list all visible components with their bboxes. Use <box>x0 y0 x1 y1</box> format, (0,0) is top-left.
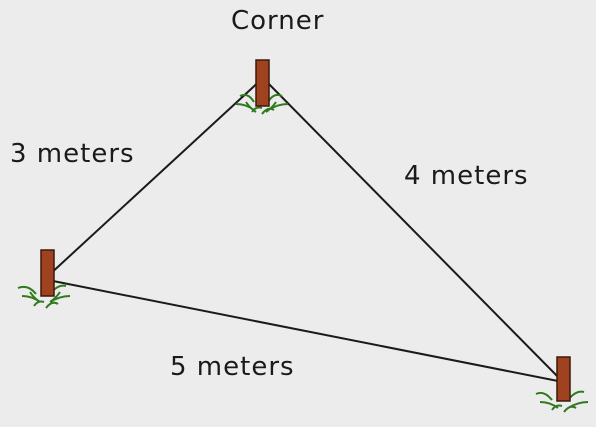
corner-label: Corner <box>231 6 325 36</box>
stake-icon <box>556 356 571 402</box>
stake-top <box>235 59 289 115</box>
rope-bottom <box>47 279 564 383</box>
stake-icon <box>40 249 55 297</box>
grass-icon <box>235 93 289 115</box>
grass-icon <box>17 284 71 309</box>
stake-icon <box>255 59 270 107</box>
right-side-label: 4 meters <box>404 161 529 191</box>
rope-lines <box>47 77 564 383</box>
stake-right <box>535 356 589 413</box>
rope-right <box>262 77 564 383</box>
grass-icon <box>535 390 589 413</box>
left-side-label: 3 meters <box>10 139 135 169</box>
bottom-side-label: 5 meters <box>170 352 295 382</box>
stake-left <box>17 249 71 309</box>
rope-left <box>47 77 264 277</box>
